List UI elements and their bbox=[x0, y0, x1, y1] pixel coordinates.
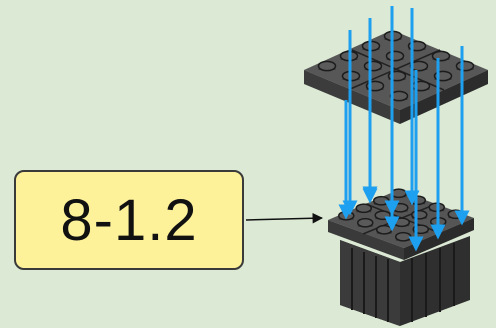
top-plate bbox=[304, 30, 488, 124]
stud-top bbox=[455, 60, 475, 72]
step-label-box: 8-1.2 bbox=[14, 170, 244, 270]
stud-top bbox=[392, 202, 409, 213]
base-assembly bbox=[328, 188, 474, 326]
stud-top bbox=[357, 217, 374, 228]
stud-top bbox=[411, 209, 428, 220]
placement-arrows bbox=[338, 6, 470, 252]
stud-top bbox=[363, 60, 383, 72]
stud-top bbox=[355, 203, 372, 214]
stud-top bbox=[338, 210, 355, 221]
stud-top bbox=[393, 217, 410, 228]
stud-top bbox=[385, 50, 405, 62]
step-label: 8-1.2 bbox=[60, 187, 198, 253]
stud-top bbox=[374, 210, 391, 221]
stud-top bbox=[376, 224, 393, 235]
stud-top bbox=[431, 50, 451, 62]
stud-top bbox=[373, 195, 390, 206]
stud-top bbox=[395, 231, 412, 242]
stud-top bbox=[317, 60, 337, 72]
pointer-arrow-icon bbox=[245, 213, 324, 224]
